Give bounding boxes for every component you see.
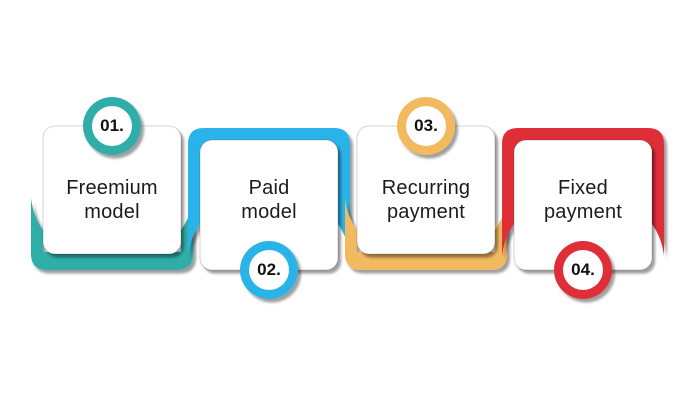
number-badge-label-1: 01. (100, 116, 124, 135)
number-badge-face-3 (406, 106, 446, 146)
model-card-4 (502, 128, 664, 299)
number-badge-face-2 (249, 250, 289, 290)
card-label-4-line2: payment (543, 201, 623, 223)
model-card-1 (31, 97, 193, 270)
bracket-frame-2 (188, 128, 350, 256)
card-label-2-line1: Paid (248, 177, 290, 199)
number-badge-face-1 (92, 106, 132, 146)
card-label-1-line2: model (84, 201, 140, 223)
number-badge-face-4 (563, 250, 603, 290)
bracket-frame-4 (502, 128, 664, 256)
card-label-1-line1: Freemium (66, 177, 158, 199)
number-badge-label-2: 02. (257, 260, 281, 279)
card-label-4: Fixed payment (514, 174, 652, 226)
card-label-2-line2: model (241, 201, 297, 223)
card-label-3-line1: Recurring (381, 177, 471, 199)
model-card-3 (345, 97, 507, 270)
card-label-2: Paid model (200, 174, 338, 226)
card-label-3-line2: payment (386, 201, 466, 223)
number-badge-label-4: 04. (571, 260, 595, 279)
card-label-4-line1: Fixed (558, 177, 608, 199)
card-label-1: Freemium model (43, 174, 181, 226)
card-label-3: Recurring payment (357, 174, 495, 226)
number-badge-label-3: 03. (414, 116, 438, 135)
model-card-2 (188, 128, 350, 299)
